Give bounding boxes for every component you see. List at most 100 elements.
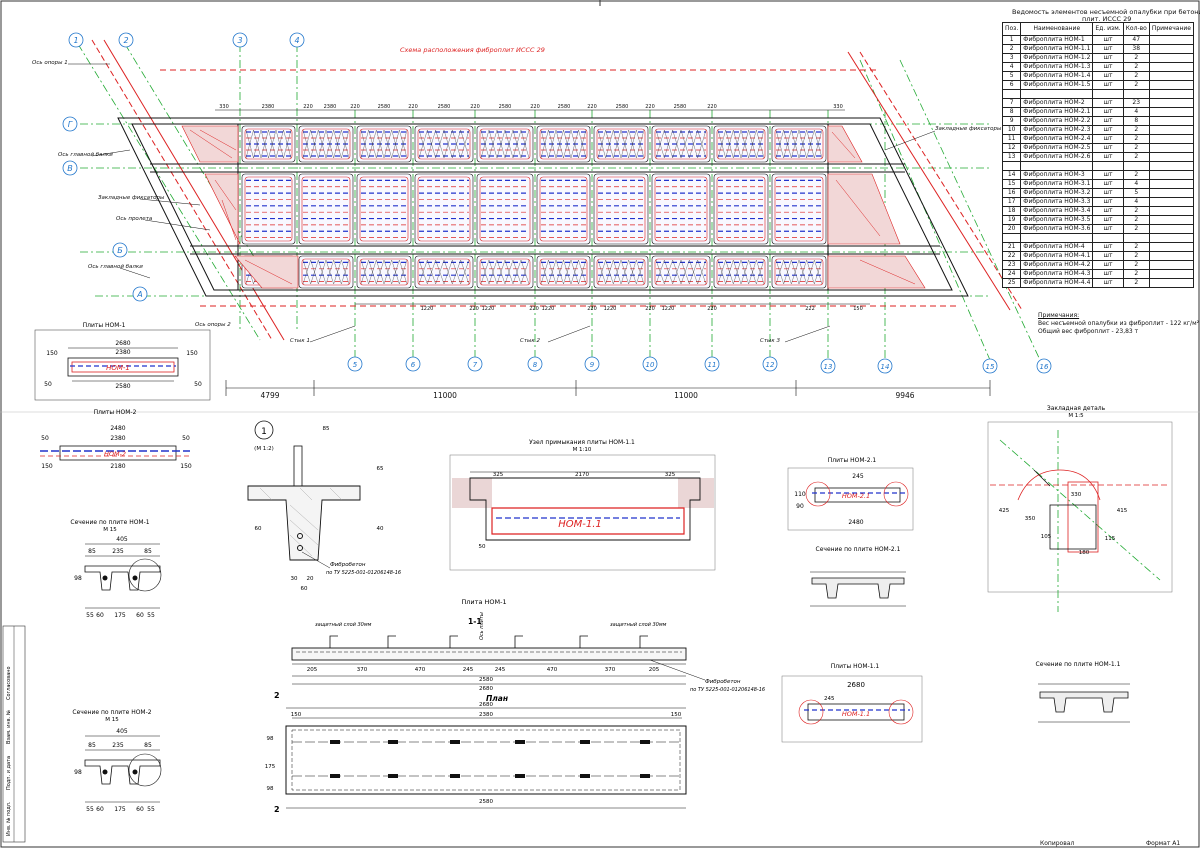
table-cell: Фиброплита НОМ-1.4 — [1020, 71, 1094, 81]
slab-panel — [241, 173, 296, 245]
table-cell: Фиброплита НОМ-3.4 — [1020, 206, 1094, 216]
detail-title: Узел примыкания плиты НОМ-1.1 — [529, 439, 635, 446]
table-cell: шт — [1092, 107, 1124, 117]
table-cell: Фиброплита НОМ-1 — [1020, 35, 1094, 45]
table-cell: Фиброплита НОМ-2.6 — [1020, 152, 1094, 162]
table-cell: 25 — [1001, 278, 1022, 288]
table-cell: Фиброплита НОМ-4.3 — [1020, 269, 1094, 279]
axis-label: 6 — [411, 361, 416, 369]
joint-detail: Узел примыкания плиты НОМ-1.1 М 1:10 НОМ… — [449, 439, 716, 571]
detail-nom-2-1: Плиты НОМ-2.1 НОМ-2.1 245 2480 110 90 Се… — [787, 457, 914, 607]
dim: 425 — [999, 508, 1010, 514]
table-cell: шт — [1092, 179, 1124, 189]
slab-panel — [476, 173, 534, 245]
dim: 98 — [267, 736, 274, 742]
dim: 205 — [307, 667, 318, 673]
table-cell: шт — [1092, 143, 1124, 153]
material-note: Фибробетон — [330, 562, 366, 568]
table-cell: 24 — [1001, 269, 1022, 279]
slab-panel — [414, 173, 474, 245]
dim: 60 — [96, 806, 104, 813]
dim: 2580 — [616, 104, 629, 110]
dim: 2380 — [115, 349, 130, 356]
dim: 150 — [41, 463, 53, 470]
slab-panel — [713, 125, 769, 163]
dim-overall: 11000 — [674, 391, 698, 400]
dim: 150 — [671, 712, 682, 718]
col-header: Наименование — [1020, 22, 1094, 36]
table-cell — [1148, 188, 1195, 198]
table-cell: шт — [1092, 215, 1124, 225]
table-cell: 12 — [1001, 143, 1022, 153]
table-cell: 2 — [1001, 44, 1022, 54]
table-cell — [1122, 161, 1150, 171]
table-cell: 2 — [1122, 53, 1150, 63]
slab-panel — [771, 173, 827, 245]
slab-panel — [476, 125, 534, 163]
table-cell: 38 — [1122, 44, 1150, 54]
dim: 405 — [116, 536, 128, 543]
table-cell — [1148, 71, 1195, 81]
dim: 325 — [493, 472, 504, 478]
table-cell: 10 — [1001, 125, 1022, 135]
table-cell: 23 — [1122, 98, 1150, 108]
dim: 50 — [194, 381, 202, 388]
detail-title: Плиты НОМ-2 — [94, 409, 137, 416]
table-row — [1001, 233, 1195, 243]
table-cell: 2 — [1122, 260, 1150, 270]
dim: 60 — [96, 612, 104, 619]
table-cell — [1148, 278, 1195, 288]
table-cell — [1001, 161, 1022, 171]
dim: 50 — [44, 381, 52, 388]
node-1-detail: 1 (М 1:2) 85 65 40 60 30 20 60 Фибробето… — [247, 420, 401, 592]
table-cell: 5 — [1001, 71, 1022, 81]
dim-overall: 4799 — [260, 391, 279, 400]
table-cell: 3 — [1001, 53, 1022, 63]
dim: 2580 — [674, 104, 687, 110]
stamp-field: Инв. № подл. — [6, 801, 12, 836]
dim: 85 — [88, 742, 96, 749]
dim: 180 — [1079, 550, 1090, 556]
dim: 2580 — [479, 799, 493, 805]
dim: 110 — [794, 491, 806, 498]
table-cell: 18 — [1001, 206, 1022, 216]
detail-title: Плиты НОМ-1 — [83, 322, 126, 329]
table-cell: Фиброплита НОМ-3.2 — [1020, 188, 1094, 198]
table-cell — [1148, 242, 1195, 252]
cover-note: защитный слой 30мм — [315, 622, 372, 628]
dim: 55 — [86, 612, 94, 619]
table-cell: шт — [1092, 116, 1124, 126]
dim-overall: 9946 — [895, 391, 914, 400]
table-cell: Фиброплита НОМ-3 — [1020, 170, 1094, 180]
table-cell: шт — [1092, 152, 1124, 162]
detail-scale: М 15 — [105, 717, 119, 723]
dim: 30 — [291, 576, 298, 582]
table-cell: 4 — [1122, 107, 1150, 117]
table-cell: шт — [1092, 206, 1124, 216]
dim: 55 — [147, 806, 155, 813]
axis-bubble — [405, 356, 421, 372]
slab-panel — [713, 173, 769, 245]
table-cell: Фиброплита НОМ-2.4 — [1020, 134, 1094, 144]
dim: 220 — [350, 104, 360, 110]
table-cell: Фиброплита НОМ-4.1 — [1020, 251, 1094, 261]
table-cell: 8 — [1001, 107, 1022, 117]
dim: 2680 — [479, 686, 493, 692]
dim: 1220 — [542, 306, 555, 312]
table-cell: 19 — [1001, 215, 1022, 225]
table-cell: Фиброплита НОМ-1.5 — [1020, 80, 1094, 90]
slab-panel — [651, 125, 711, 163]
table-cell: 4 — [1122, 179, 1150, 189]
table-cell — [1092, 89, 1124, 99]
dim: 150 — [291, 712, 302, 718]
dim: 175 — [114, 612, 126, 619]
dim: 370 — [605, 667, 616, 673]
